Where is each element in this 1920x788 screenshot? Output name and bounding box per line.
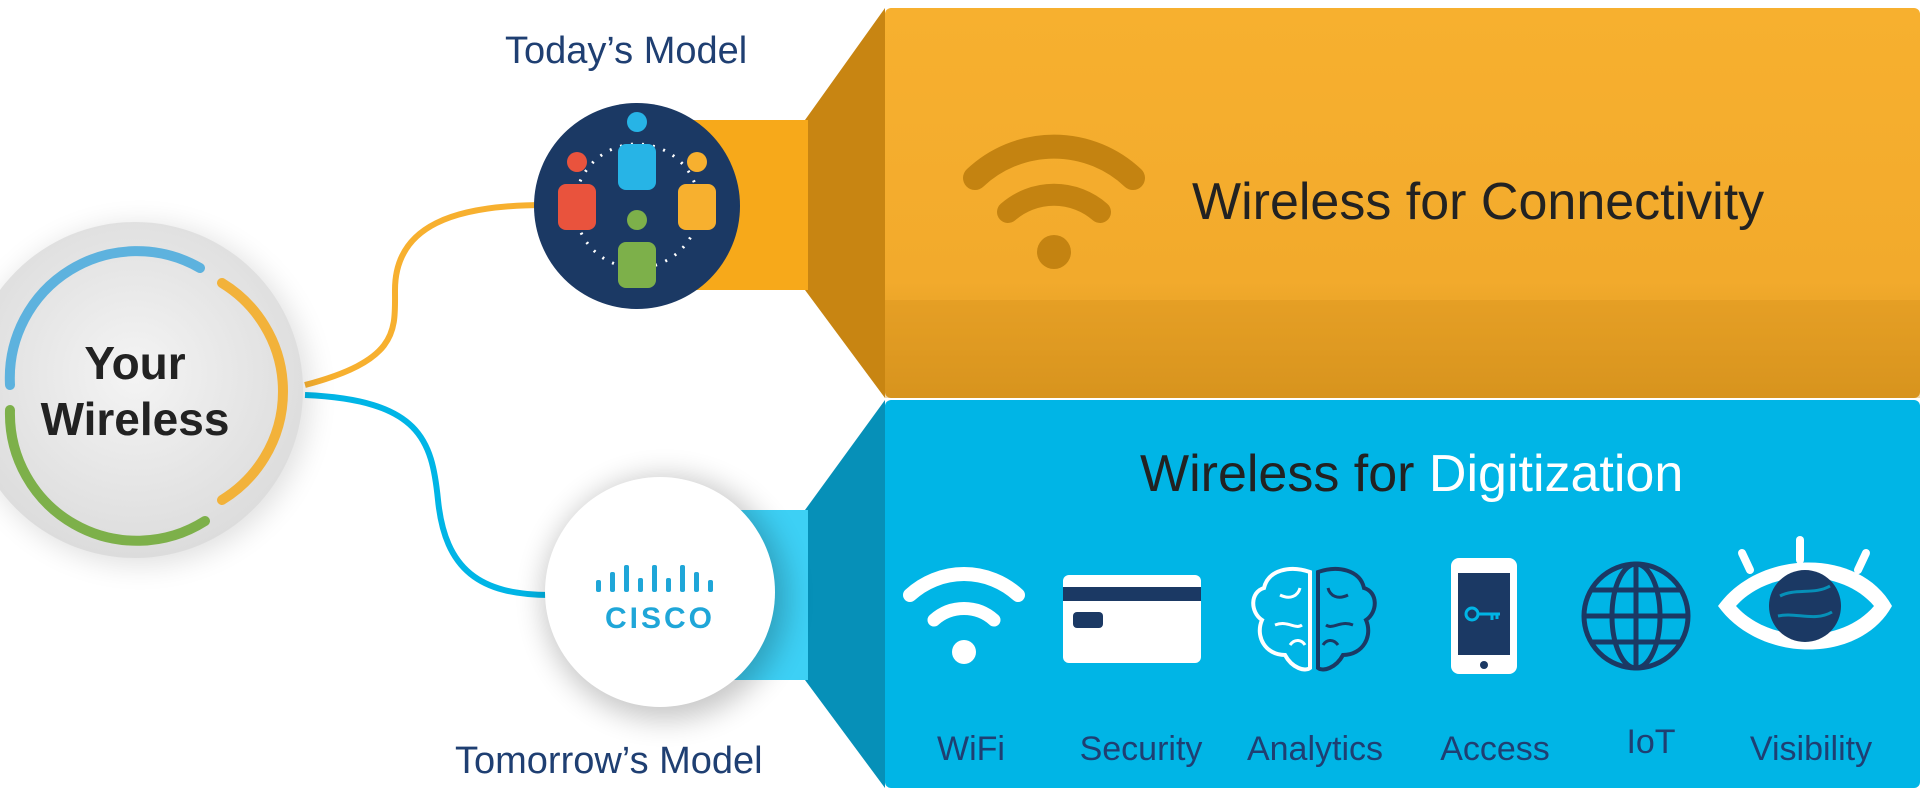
hub-arc-green bbox=[4, 405, 210, 546]
digitization-title: Wireless for Digitization bbox=[1140, 444, 1683, 504]
digitization-title-highlight: Digitization bbox=[1428, 445, 1684, 503]
cisco-logo-text: CISCO bbox=[604, 602, 715, 635]
cisco-logo-circle bbox=[545, 477, 775, 707]
digitization-panel bbox=[885, 400, 1920, 788]
capability-label-iot: IoT bbox=[1626, 723, 1676, 761]
connectivity-panel bbox=[885, 8, 1920, 398]
tomorrow-model-label: Tomorrow’s Model bbox=[455, 740, 763, 782]
capability-label-wifi: WiFi bbox=[937, 730, 1005, 768]
hub-arc-blue bbox=[4, 246, 205, 390]
hub-arc-orange bbox=[217, 278, 288, 505]
capability-label-visibility: Visibility bbox=[1749, 730, 1873, 768]
capability-label-security: Security bbox=[1079, 730, 1203, 768]
globe-icon bbox=[1581, 561, 1691, 671]
digitization-funnel bbox=[805, 400, 885, 788]
brain-icon bbox=[1251, 567, 1377, 672]
connector-today bbox=[304, 202, 546, 388]
connectivity-funnel bbox=[805, 8, 885, 398]
wifi-connectivity-icon bbox=[963, 134, 1145, 269]
connectivity-title: Wireless for Connectivity bbox=[1192, 173, 1765, 231]
hub-circle bbox=[0, 222, 303, 558]
cisco-bars-icon bbox=[596, 565, 713, 592]
eye-icon bbox=[1718, 536, 1892, 650]
connector-tomorrow bbox=[304, 392, 551, 598]
today-model-label: Today’s Model bbox=[505, 30, 748, 72]
hub-label-line2: Wireless bbox=[40, 393, 230, 445]
capability-label-analytics: Analytics bbox=[1246, 730, 1384, 768]
capability-label-access: Access bbox=[1440, 730, 1550, 768]
hub-label: Your Wireless bbox=[0, 335, 270, 447]
digitization-title-prefix: Wireless for bbox=[1140, 445, 1429, 503]
hub-label-line1: Your bbox=[84, 337, 186, 389]
wifi-icon bbox=[903, 567, 1025, 664]
card-icon bbox=[1063, 575, 1201, 663]
people-network-icon bbox=[534, 103, 740, 309]
phone-key-icon bbox=[1451, 558, 1517, 674]
